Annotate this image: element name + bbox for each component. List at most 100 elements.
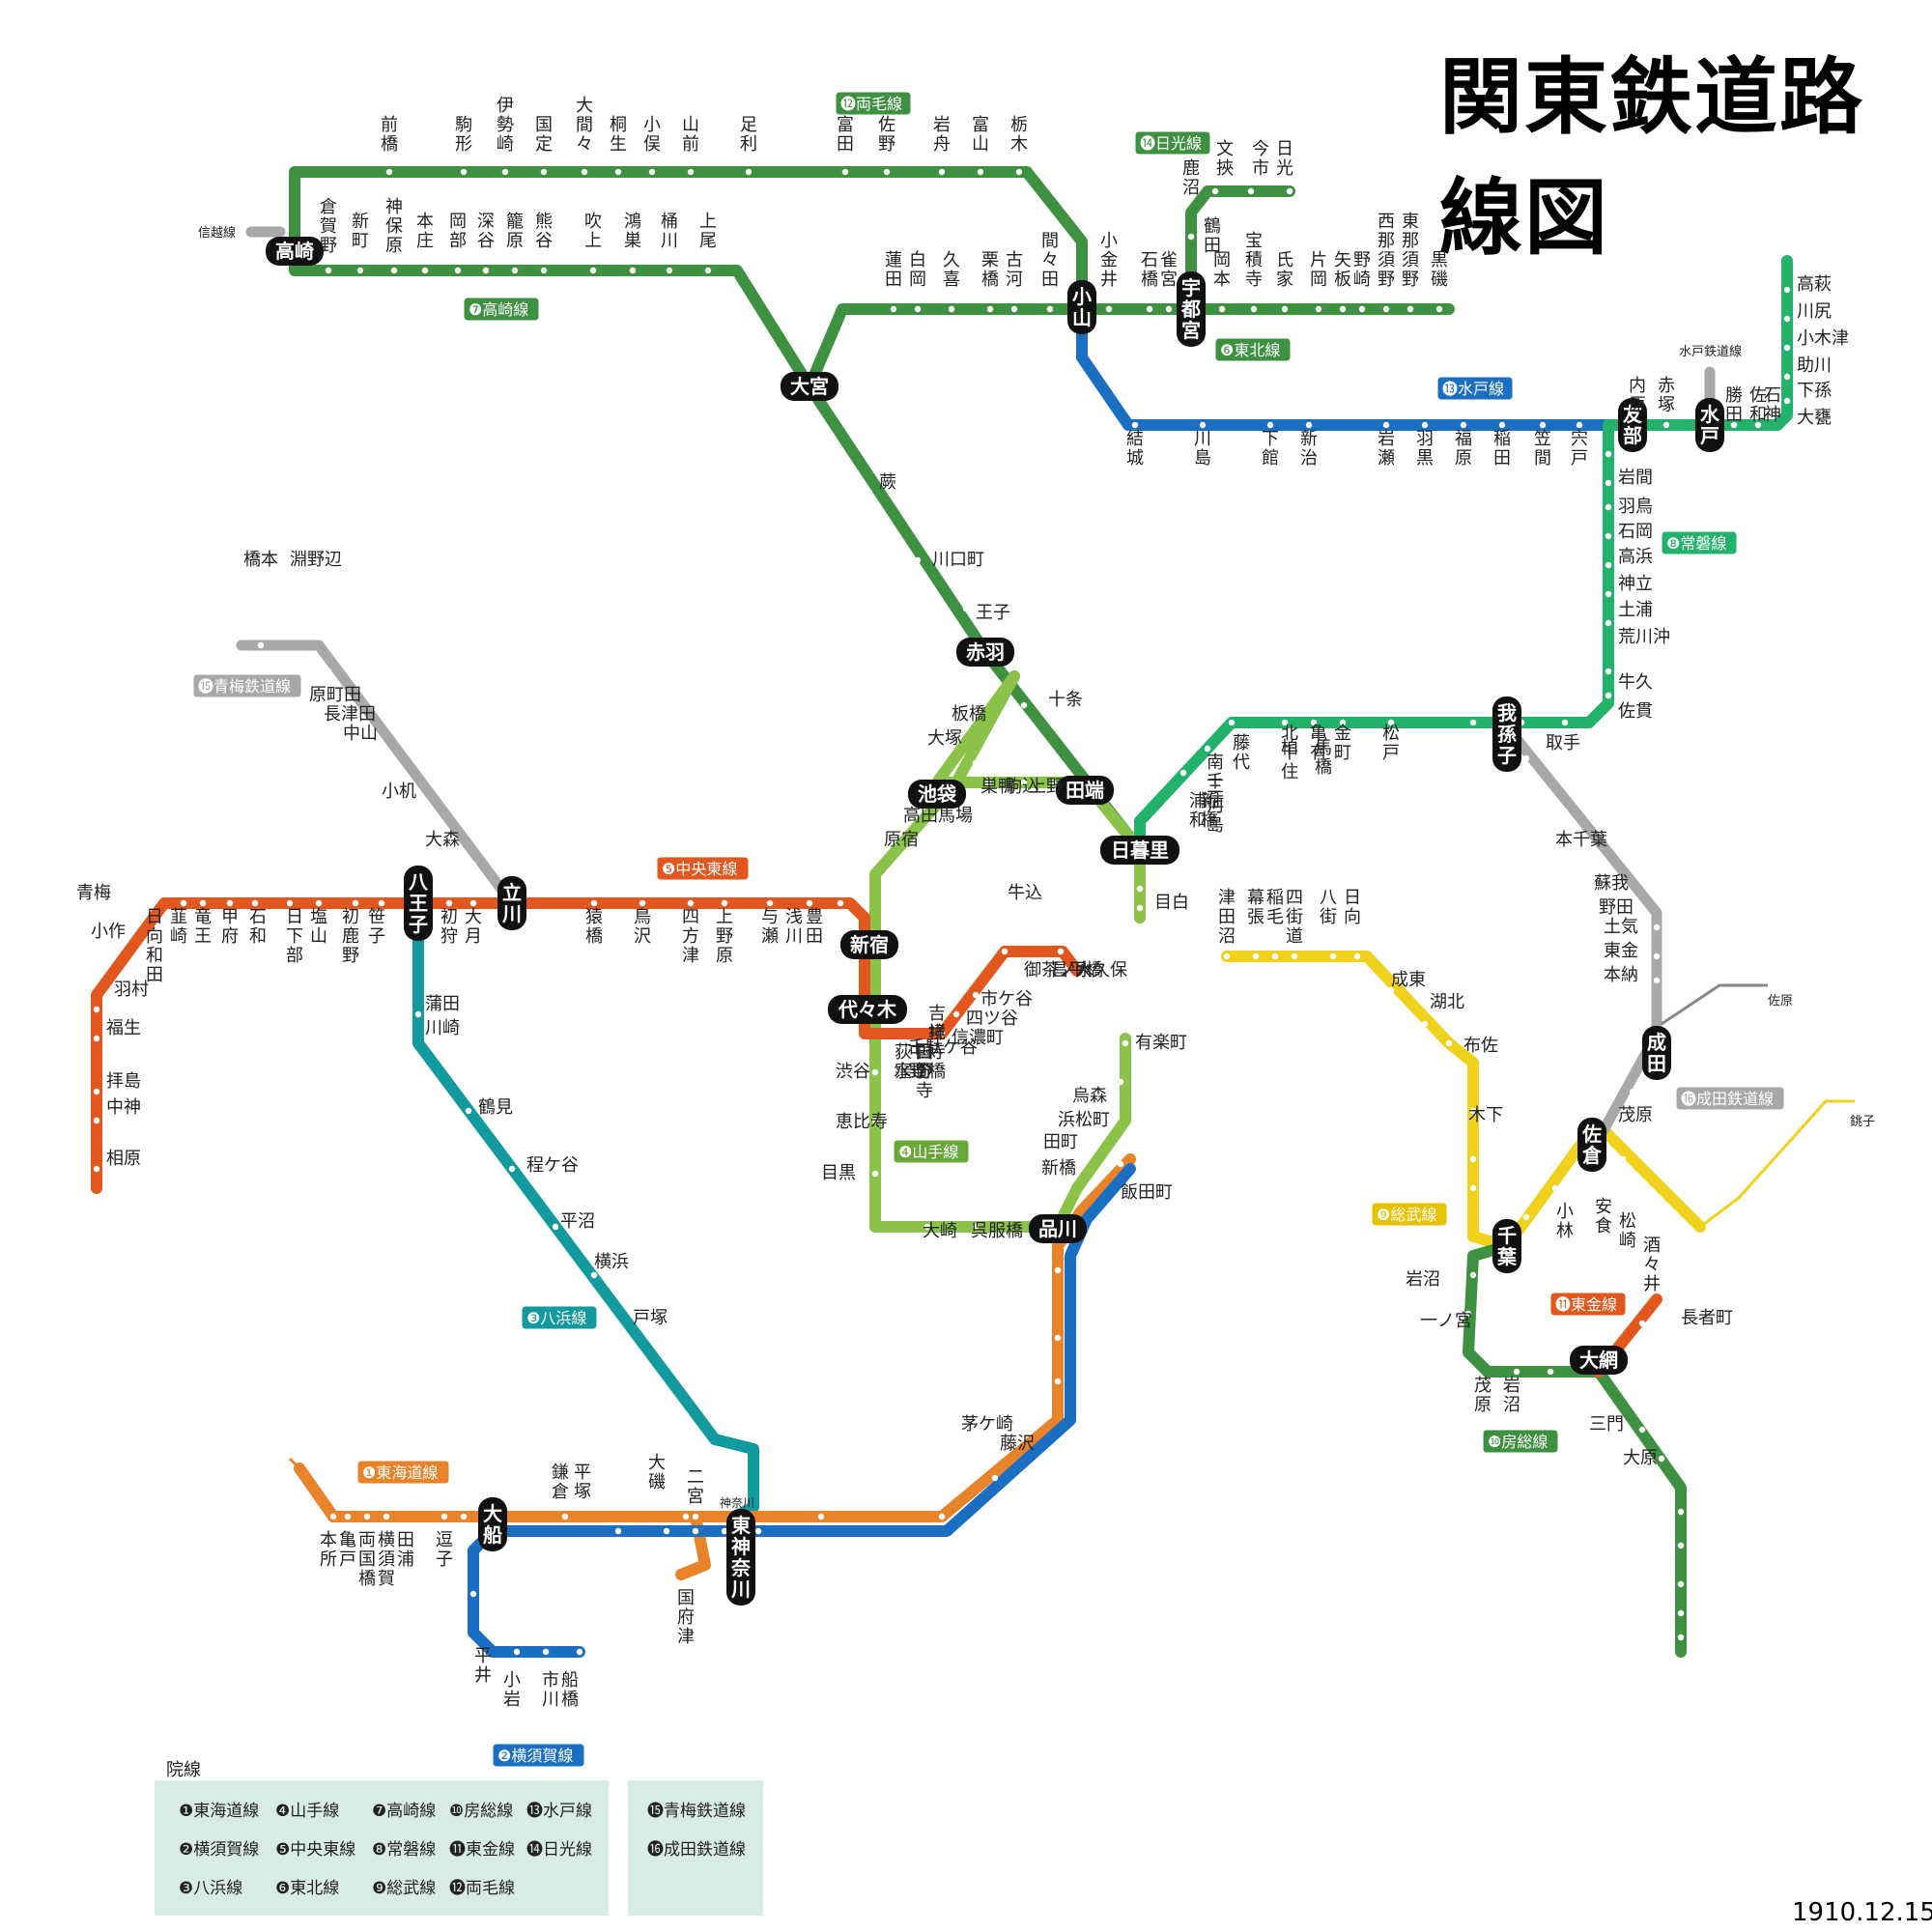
station-dot	[948, 305, 955, 313]
station-dot	[460, 1513, 468, 1520]
station-dot	[991, 1474, 999, 1482]
station-dot	[1638, 1320, 1646, 1327]
station-dot	[1250, 305, 1258, 313]
station-label: 日向	[1344, 888, 1361, 927]
station-label: 昌平橋	[1051, 960, 1103, 980]
legend-item: ❼高崎線	[372, 1802, 436, 1821]
station-label: 久喜	[943, 250, 960, 290]
station-label: 新治	[1300, 429, 1318, 469]
line-tag-label-chuo_east: ❺中央東線	[662, 860, 737, 878]
station-dot	[325, 267, 332, 274]
station-label: 拝島	[106, 1071, 141, 1092]
station-label: 幕張	[1247, 888, 1264, 927]
station-dot	[1054, 1378, 1062, 1385]
station-label: 小岩	[503, 1670, 521, 1710]
station-label: 三河島	[1207, 777, 1224, 836]
hub-label-abiko: 我孫子	[1497, 701, 1517, 767]
station-label: 一ノ宮	[1420, 1311, 1472, 1331]
station-dot	[1634, 899, 1641, 907]
legend-item-private: ⓰成田鉄道線	[647, 1840, 746, 1860]
hub-label-chiba: 千葉	[1496, 1224, 1518, 1268]
line-tag-takasaki	[463, 297, 540, 322]
station-label: 小木津	[1797, 328, 1849, 349]
station-dot	[986, 305, 994, 313]
station-dot	[639, 899, 646, 907]
map-date: 1910.12.15	[1792, 1898, 1932, 1927]
station-dot	[390, 267, 398, 274]
station-dot	[1204, 745, 1211, 753]
station-label: 稲田	[1493, 429, 1511, 469]
station-label: 信濃町	[952, 1028, 1004, 1048]
mito-line	[1076, 303, 1716, 431]
station-dot	[1783, 373, 1791, 381]
station-dot	[1629, 1088, 1636, 1095]
hub-sakura	[1577, 1118, 1606, 1172]
station-label: 桐生	[610, 115, 627, 155]
station-label: 駒形	[455, 115, 472, 155]
hub-yoyogi	[828, 995, 907, 1024]
station-dot	[286, 899, 294, 907]
station-label: 日光	[1276, 139, 1293, 179]
station-dot	[251, 899, 259, 907]
station-dot	[1015, 168, 1023, 176]
station-dot	[1677, 1542, 1685, 1549]
station-label: 日下部	[286, 907, 303, 966]
station-label: 上尾	[699, 212, 717, 251]
station-dot	[590, 1271, 598, 1279]
station-dot	[721, 899, 728, 907]
station-dot	[1247, 187, 1255, 195]
station-label: 小俣	[643, 115, 661, 155]
station-dot	[754, 1527, 762, 1535]
station-label: 国分寺	[916, 1042, 933, 1101]
station-dot	[180, 899, 187, 907]
hub-ikebukuro	[908, 780, 966, 809]
line-tag-mito	[1436, 376, 1514, 401]
station-label: 戸塚	[633, 1308, 668, 1328]
station-label: 石神	[1764, 385, 1781, 425]
station-dot	[93, 962, 100, 970]
station-label: 西那須野	[1378, 212, 1395, 290]
station-label: 羽村	[114, 980, 149, 1000]
station-label: 大崎	[923, 1221, 957, 1241]
hub-oyama	[1067, 280, 1096, 334]
station-label: 市川	[542, 1670, 559, 1710]
line-tag-yamanote	[893, 1139, 970, 1164]
legend-item: ⓮日光線	[526, 1840, 592, 1860]
hub-hachioji	[404, 866, 433, 941]
line-tag-label-yokosuka: ❷横須賀線	[497, 1747, 573, 1765]
station-label: 水道橋	[894, 1062, 946, 1082]
station-dot	[1783, 344, 1791, 352]
station-label: 大塚	[927, 728, 962, 749]
legend-item: ❽常磐線	[372, 1840, 436, 1860]
station-label: 平塚	[574, 1463, 591, 1502]
station-dot	[1605, 532, 1612, 540]
station-label: 岩沼	[1406, 1269, 1440, 1290]
station-dot	[1136, 904, 1144, 912]
station-label: 長津田	[324, 704, 376, 724]
station-label: 土浦	[1618, 600, 1653, 620]
station-label: 勝田	[1725, 385, 1743, 425]
station-dot	[1010, 305, 1018, 313]
line-tag-label-tokaido: ❶東海道線	[362, 1463, 438, 1482]
legend-national-box	[155, 1780, 609, 1916]
station-dot	[895, 817, 902, 825]
station-label: 今市	[1252, 139, 1269, 179]
station-label: 栃木	[1010, 115, 1028, 155]
line-tag-sobu	[1371, 1202, 1448, 1227]
station-dot	[315, 899, 323, 907]
station-dot	[482, 267, 490, 274]
station-dot	[817, 1513, 825, 1520]
station-dot	[1561, 808, 1569, 815]
station-dot	[972, 991, 980, 999]
station-label: 雀宮	[1160, 250, 1178, 290]
station-dot	[1339, 719, 1347, 726]
station-label: 国府津	[677, 1588, 695, 1647]
hub-label-yoyogi: 代々木	[838, 998, 897, 1021]
station-label: 佐野	[878, 115, 895, 155]
station-dot	[344, 1513, 352, 1520]
station-label: 岩沼	[1503, 1376, 1520, 1415]
station-dot	[1286, 187, 1293, 195]
station-label: 四方津	[682, 907, 699, 966]
station-label: 宍戸	[1571, 429, 1588, 469]
station-label: 石和	[249, 907, 267, 947]
